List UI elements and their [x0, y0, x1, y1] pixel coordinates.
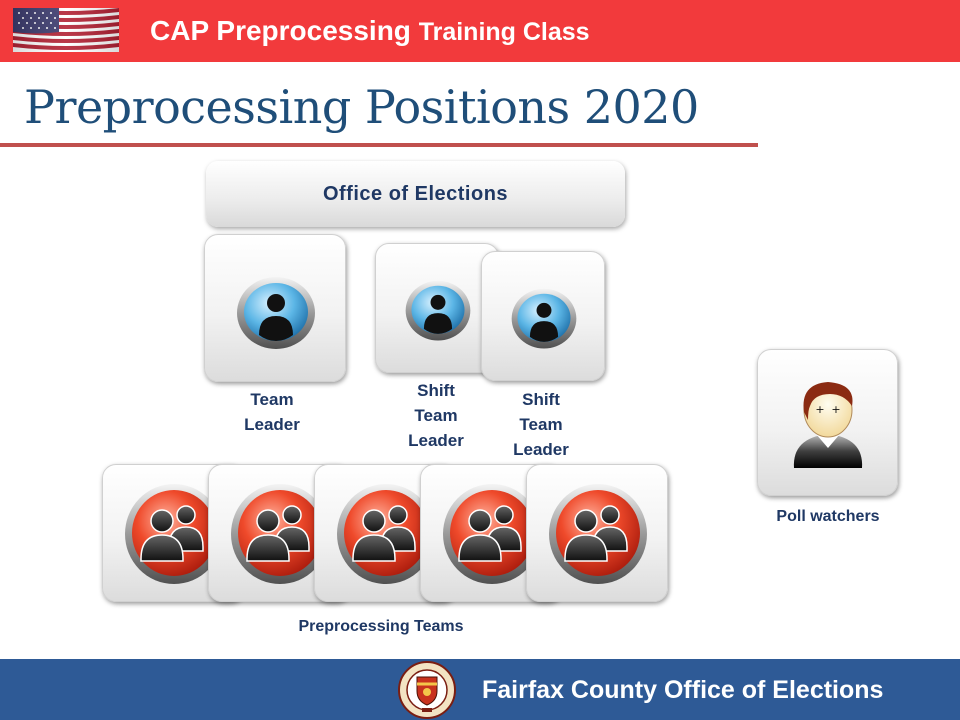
footer-banner: [0, 659, 960, 720]
poll-watchers-label: Poll watchers: [776, 508, 880, 525]
person-icon: [405, 280, 471, 341]
us-flag-icon: [13, 8, 119, 52]
footer-title: Fairfax County Office of Elections: [482, 676, 884, 704]
office-of-elections-label: Office of Elections: [322, 182, 509, 205]
header-title: CAP Preprocessing Training Class: [150, 15, 590, 47]
team-leader-tile: [204, 234, 346, 382]
header-title-rest: Training Class: [418, 18, 590, 46]
team-leader-label: Team Leader: [244, 390, 300, 434]
group-icon: [549, 484, 647, 584]
shift-team-leader-label-1: Shift Team Leader: [408, 381, 464, 450]
header-title-main: CAP Preprocessing: [150, 15, 411, 46]
shift-team-leader-label-2: Shift Team Leader: [513, 390, 569, 459]
header-banner: CAP Preprocessing Training Class: [0, 0, 960, 62]
svg-text:+: +: [831, 403, 840, 416]
page-title: Preprocessing Positions 2020: [24, 80, 699, 134]
preprocessing-team-tile: [208, 464, 350, 602]
group-icon: [443, 484, 541, 584]
shift-team-leader-tile-2: [481, 251, 605, 381]
preprocessing-teams-label: Preprocessing Teams: [298, 618, 464, 635]
shift-team-leader-tile-1: [375, 243, 499, 373]
person-watcher-icon: + +: [793, 382, 863, 468]
title-divider: [0, 143, 758, 147]
group-icon: [337, 484, 435, 584]
group-icon: [231, 484, 329, 584]
person-icon: [511, 288, 577, 349]
person-icon: [237, 277, 315, 349]
group-icon: [125, 484, 223, 584]
office-of-elections-box: Office of Elections: [206, 161, 625, 227]
county-seal-icon: [398, 661, 456, 719]
preprocessing-team-tile: [526, 464, 668, 602]
poll-watchers-tile: + +: [757, 349, 898, 496]
svg-text:+: +: [815, 403, 824, 416]
